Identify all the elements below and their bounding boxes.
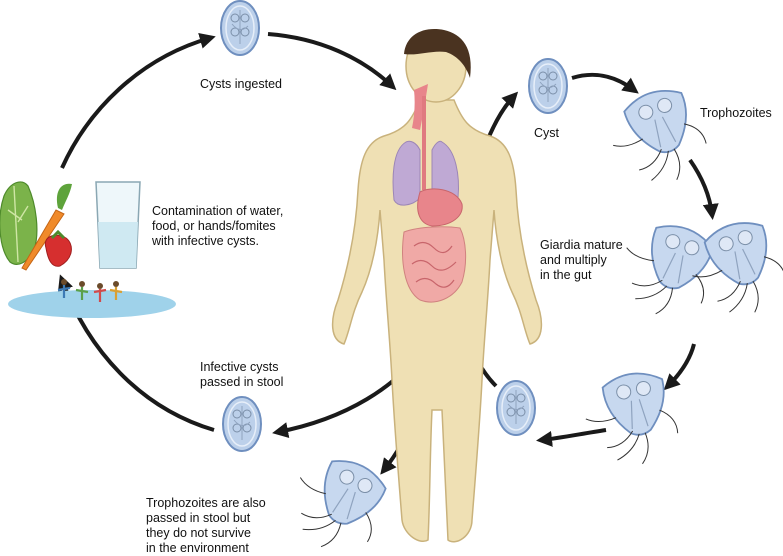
label-cyst: Cyst <box>534 126 559 140</box>
label-contamination: Contamination of water, food, or hands/f… <box>152 204 284 248</box>
carrot-icon <box>21 183 72 271</box>
person-figure <box>331 29 543 543</box>
label-giardia-mature: Giardia mature and multiply in the gut <box>540 238 623 282</box>
trophozoite-icon-mature-left <box>609 211 723 328</box>
trophozoite-icon-stool <box>276 443 397 556</box>
cyst-icon-ingested <box>220 0 260 56</box>
water-glass-icon <box>95 181 141 269</box>
label-cysts-ingested: Cysts ingested <box>200 77 282 91</box>
trophozoite-icon-top <box>599 80 716 198</box>
arrow-to-cysts-ingested <box>60 33 216 169</box>
arrow-to-person <box>267 32 397 91</box>
cyst-icon-lower <box>496 380 536 436</box>
arrow-to-lower-cyst <box>536 428 607 447</box>
label-infective-cysts: Infective cysts passed in stool <box>200 360 284 389</box>
strawberry-icon <box>44 229 72 267</box>
label-trophozoites-stool: Trophozoites are also passed in stool bu… <box>146 496 266 555</box>
trophozoite-icon-lower <box>578 366 683 474</box>
arrow-troph-down <box>688 158 719 220</box>
cyst-icon-stool <box>222 396 262 452</box>
water-puddle <box>8 290 176 318</box>
arrow-mature-down <box>663 343 696 391</box>
arrow-cyst-to-troph <box>571 72 639 94</box>
people-icon <box>57 279 123 302</box>
label-trophozoites: Trophozoites <box>700 106 772 120</box>
cyst-icon-gut <box>528 58 568 114</box>
